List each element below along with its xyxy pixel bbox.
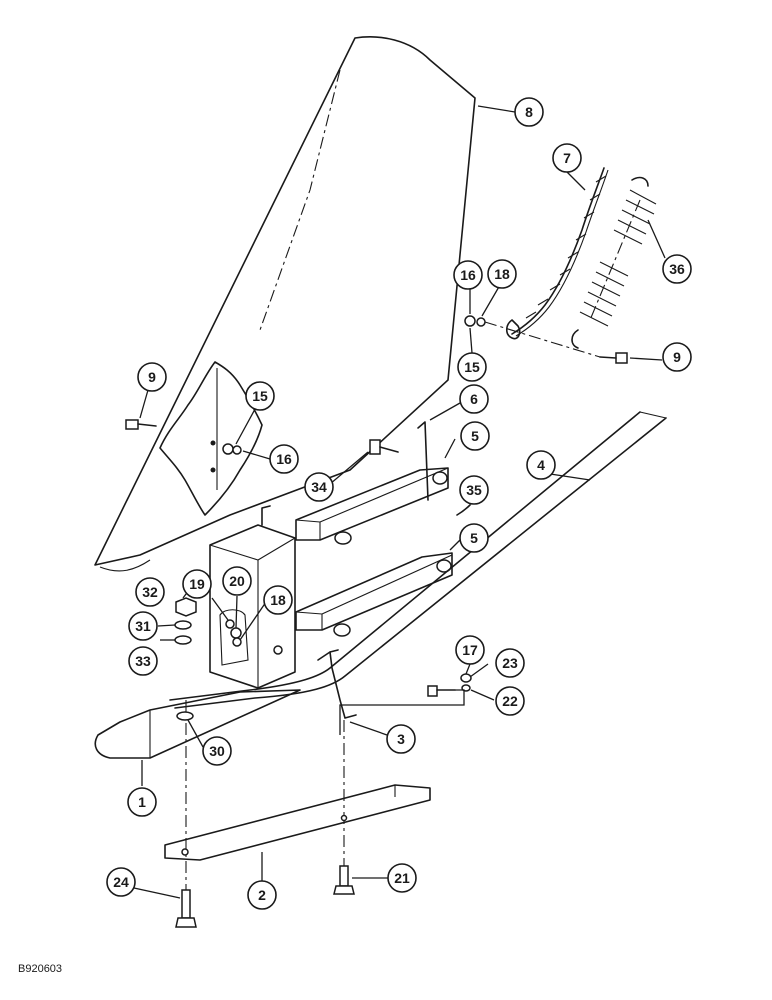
svg-text:6: 6 [470, 391, 478, 407]
svg-text:16: 16 [460, 267, 476, 283]
svg-text:18: 18 [494, 266, 510, 282]
svg-text:7: 7 [563, 150, 571, 166]
callout-8: 8 [514, 97, 544, 127]
leader-lines [133, 105, 666, 899]
callout-18-left: 18 [263, 585, 293, 615]
shield-panel [94, 36, 476, 572]
callout-20: 20 [222, 566, 252, 596]
callout-23: 23 [495, 648, 525, 678]
wear-plate [164, 784, 431, 861]
callout-17: 17 [455, 635, 485, 665]
callout-19: 19 [182, 569, 212, 599]
svg-text:15: 15 [464, 359, 480, 375]
svg-text:22: 22 [502, 693, 518, 709]
svg-text:5: 5 [470, 530, 478, 546]
callout-3: 3 [386, 724, 416, 754]
callout-9-right: 9 [662, 342, 692, 372]
callout-32: 32 [135, 577, 165, 607]
callout-1: 1 [127, 787, 157, 817]
svg-text:32: 32 [142, 584, 158, 600]
svg-text:19: 19 [189, 576, 205, 592]
callout-16-left: 16 [269, 444, 299, 474]
callout-2: 2 [247, 880, 277, 910]
svg-text:36: 36 [669, 261, 685, 277]
svg-text:15: 15 [252, 388, 268, 404]
callout-31: 31 [128, 611, 158, 641]
callout-24: 24 [106, 867, 136, 897]
svg-text:24: 24 [113, 874, 129, 890]
svg-text:34: 34 [311, 479, 327, 495]
svg-text:17: 17 [462, 642, 478, 658]
arm-upper [295, 467, 449, 545]
svg-text:21: 21 [394, 870, 410, 886]
callout-30: 30 [202, 736, 232, 766]
callout-34: 34 [304, 472, 334, 502]
skid-shoe [94, 689, 301, 759]
callout-22: 22 [495, 686, 525, 716]
callout-33: 33 [128, 646, 158, 676]
hardware [125, 315, 628, 928]
svg-text:9: 9 [148, 369, 156, 385]
svg-text:20: 20 [229, 573, 245, 589]
callout-36: 36 [662, 254, 692, 284]
reference-code: B920603 [18, 963, 62, 975]
svg-text:18: 18 [270, 592, 286, 608]
svg-text:3: 3 [397, 731, 405, 747]
spring [571, 176, 657, 349]
svg-text:23: 23 [502, 655, 518, 671]
svg-text:31: 31 [135, 618, 151, 634]
svg-text:8: 8 [525, 104, 533, 120]
svg-text:4: 4 [537, 457, 545, 473]
callout-21: 21 [387, 863, 417, 893]
svg-text:16: 16 [276, 451, 292, 467]
pin [417, 421, 471, 516]
callout-16-right: 16 [453, 260, 483, 290]
svg-text:30: 30 [209, 743, 225, 759]
svg-text:2: 2 [258, 887, 266, 903]
bracket [317, 649, 357, 719]
callout-5-lower: 5 [459, 523, 489, 553]
runner-rods [169, 411, 667, 709]
callout-5-upper: 5 [460, 421, 490, 451]
callout-18-right: 18 [487, 259, 517, 289]
callout-35: 35 [459, 475, 489, 505]
callout-15-right: 15 [457, 352, 487, 382]
callout-9-left: 9 [137, 362, 167, 392]
callout-15-left: 15 [245, 381, 275, 411]
chain [505, 167, 609, 340]
arm-lower [295, 552, 453, 637]
callout-7: 7 [552, 143, 582, 173]
svg-text:9: 9 [673, 349, 681, 365]
callout-6: 6 [459, 384, 489, 414]
svg-text:33: 33 [135, 653, 151, 669]
callout-4: 4 [526, 450, 556, 480]
svg-text:5: 5 [471, 428, 479, 444]
svg-text:1: 1 [138, 794, 146, 810]
svg-text:35: 35 [466, 482, 482, 498]
